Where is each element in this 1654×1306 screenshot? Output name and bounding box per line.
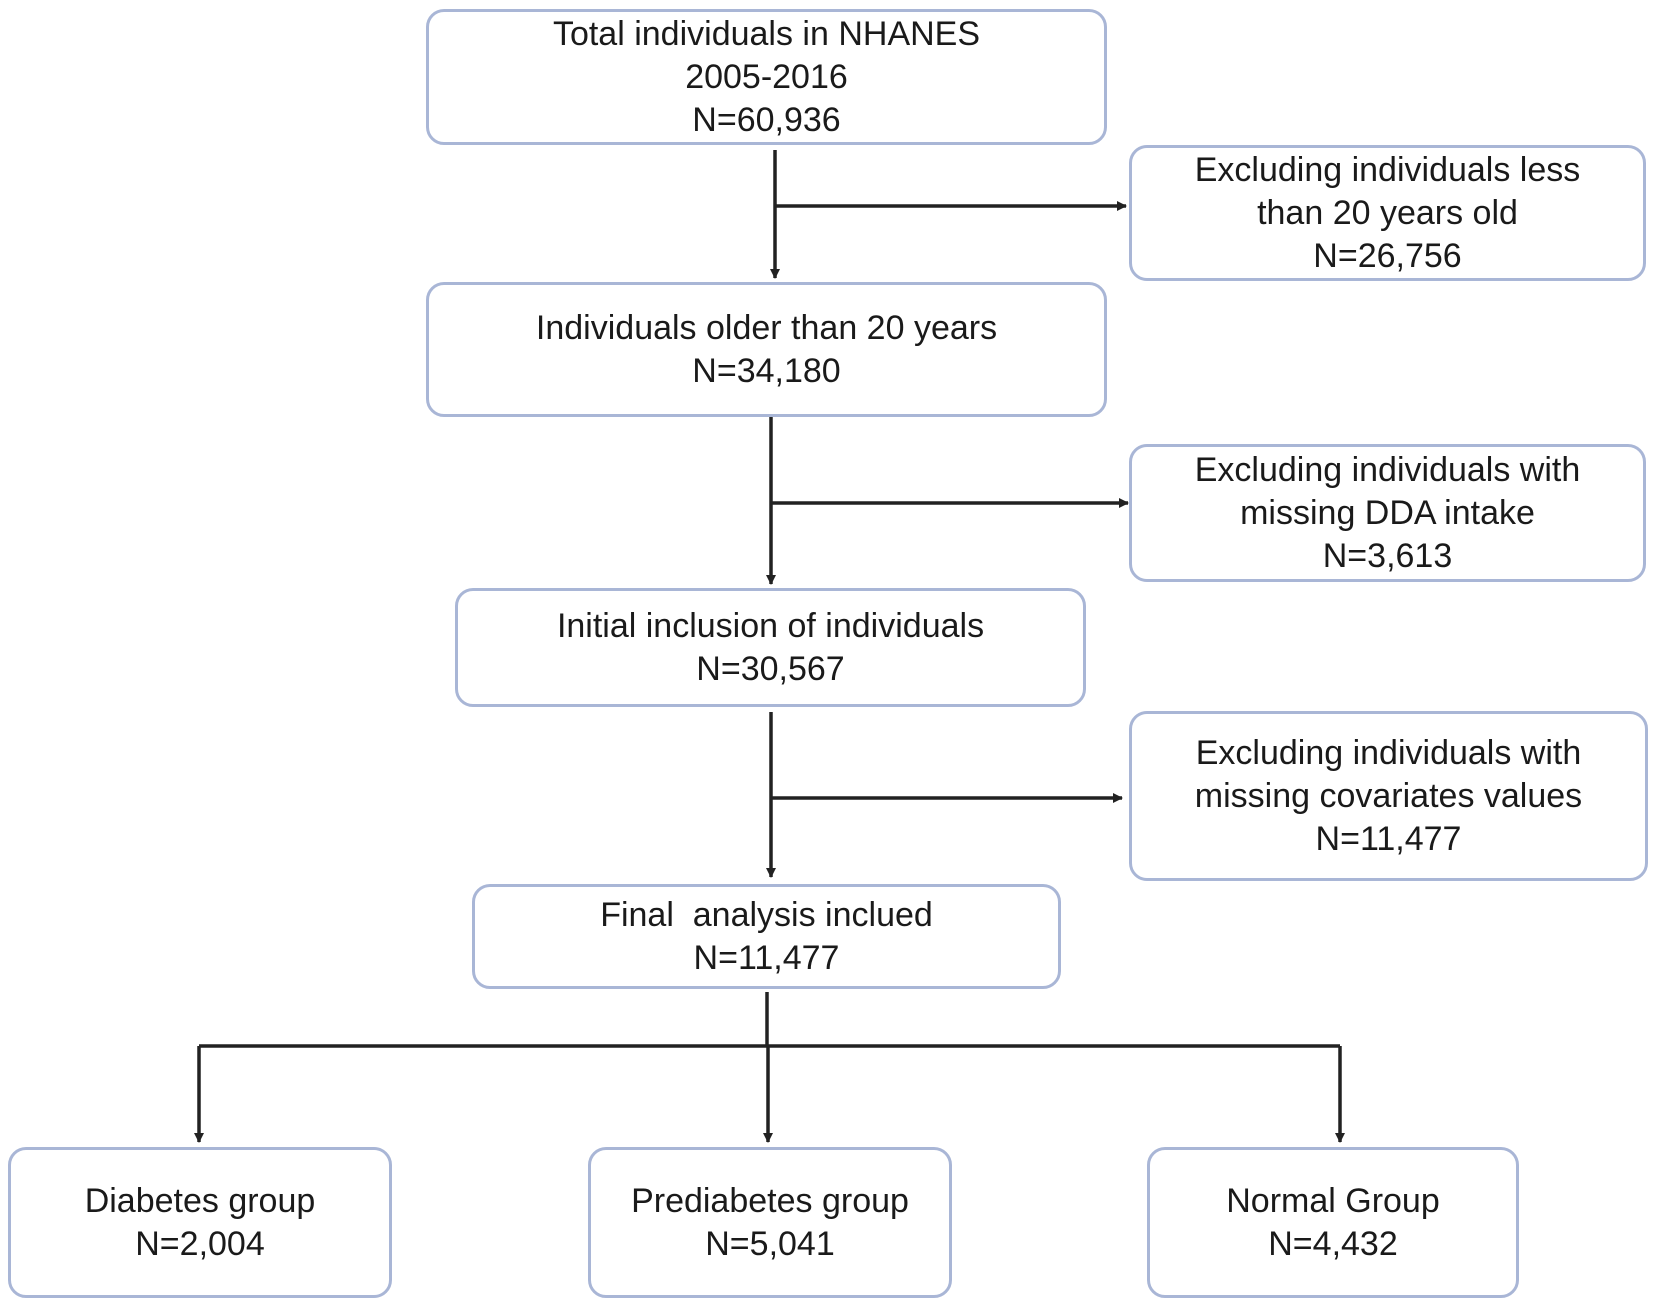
box-initial-inclusion: Initial inclusion of individuals N=30,56… — [455, 588, 1086, 707]
box-total-individuals: Total individuals in NHANES 2005-2016 N=… — [426, 9, 1107, 145]
box-final-analysis: Final analysis inclued N=11,477 — [472, 884, 1061, 989]
prediabetes-count: N=5,041 — [705, 1224, 835, 1263]
box-prediabetes-group: Prediabetes group N=5,041 — [588, 1147, 952, 1298]
box-exclude-dda: Excluding individuals with missing DDA i… — [1129, 444, 1646, 582]
normal-count: N=4,432 — [1268, 1224, 1398, 1263]
final-count: N=11,477 — [693, 938, 840, 977]
exclude-dda-line2: missing DDA intake — [1240, 493, 1535, 532]
diabetes-label: Diabetes group — [84, 1181, 316, 1220]
exclude-dda-line1: Excluding individuals with — [1194, 450, 1581, 489]
exclude-covariates-line2: missing covariates values — [1194, 776, 1583, 815]
normal-label: Normal Group — [1226, 1181, 1440, 1220]
total-line1: Total individuals in NHANES — [552, 14, 981, 53]
adults-line1: Individuals older than 20 years — [535, 308, 998, 347]
total-count: N=60,936 — [692, 100, 841, 139]
exclude-covariates-count: N=11,477 — [1315, 819, 1462, 858]
total-line2: 2005-2016 — [685, 57, 848, 96]
exclude-age-line2: than 20 years old — [1257, 193, 1518, 232]
box-adults: Individuals older than 20 years N=34,180 — [426, 282, 1107, 417]
adults-count: N=34,180 — [692, 351, 841, 390]
box-diabetes-group: Diabetes group N=2,004 — [8, 1147, 392, 1298]
initial-count: N=30,567 — [696, 649, 845, 688]
final-line1: Final analysis inclued — [600, 895, 933, 934]
exclude-age-line1: Excluding individuals less — [1194, 150, 1581, 189]
box-exclude-age: Excluding individuals less than 20 years… — [1129, 145, 1646, 281]
initial-line1: Initial inclusion of individuals — [556, 606, 985, 645]
exclude-dda-count: N=3,613 — [1322, 536, 1453, 575]
diabetes-count: N=2,004 — [135, 1224, 265, 1263]
prediabetes-label: Prediabetes group — [631, 1181, 909, 1220]
exclude-age-count: N=26,756 — [1313, 236, 1462, 275]
exclude-covariates-line1: Excluding individuals with — [1195, 733, 1582, 772]
box-normal-group: Normal Group N=4,432 — [1147, 1147, 1519, 1298]
box-exclude-covariates: Excluding individuals with missing covar… — [1129, 711, 1648, 881]
